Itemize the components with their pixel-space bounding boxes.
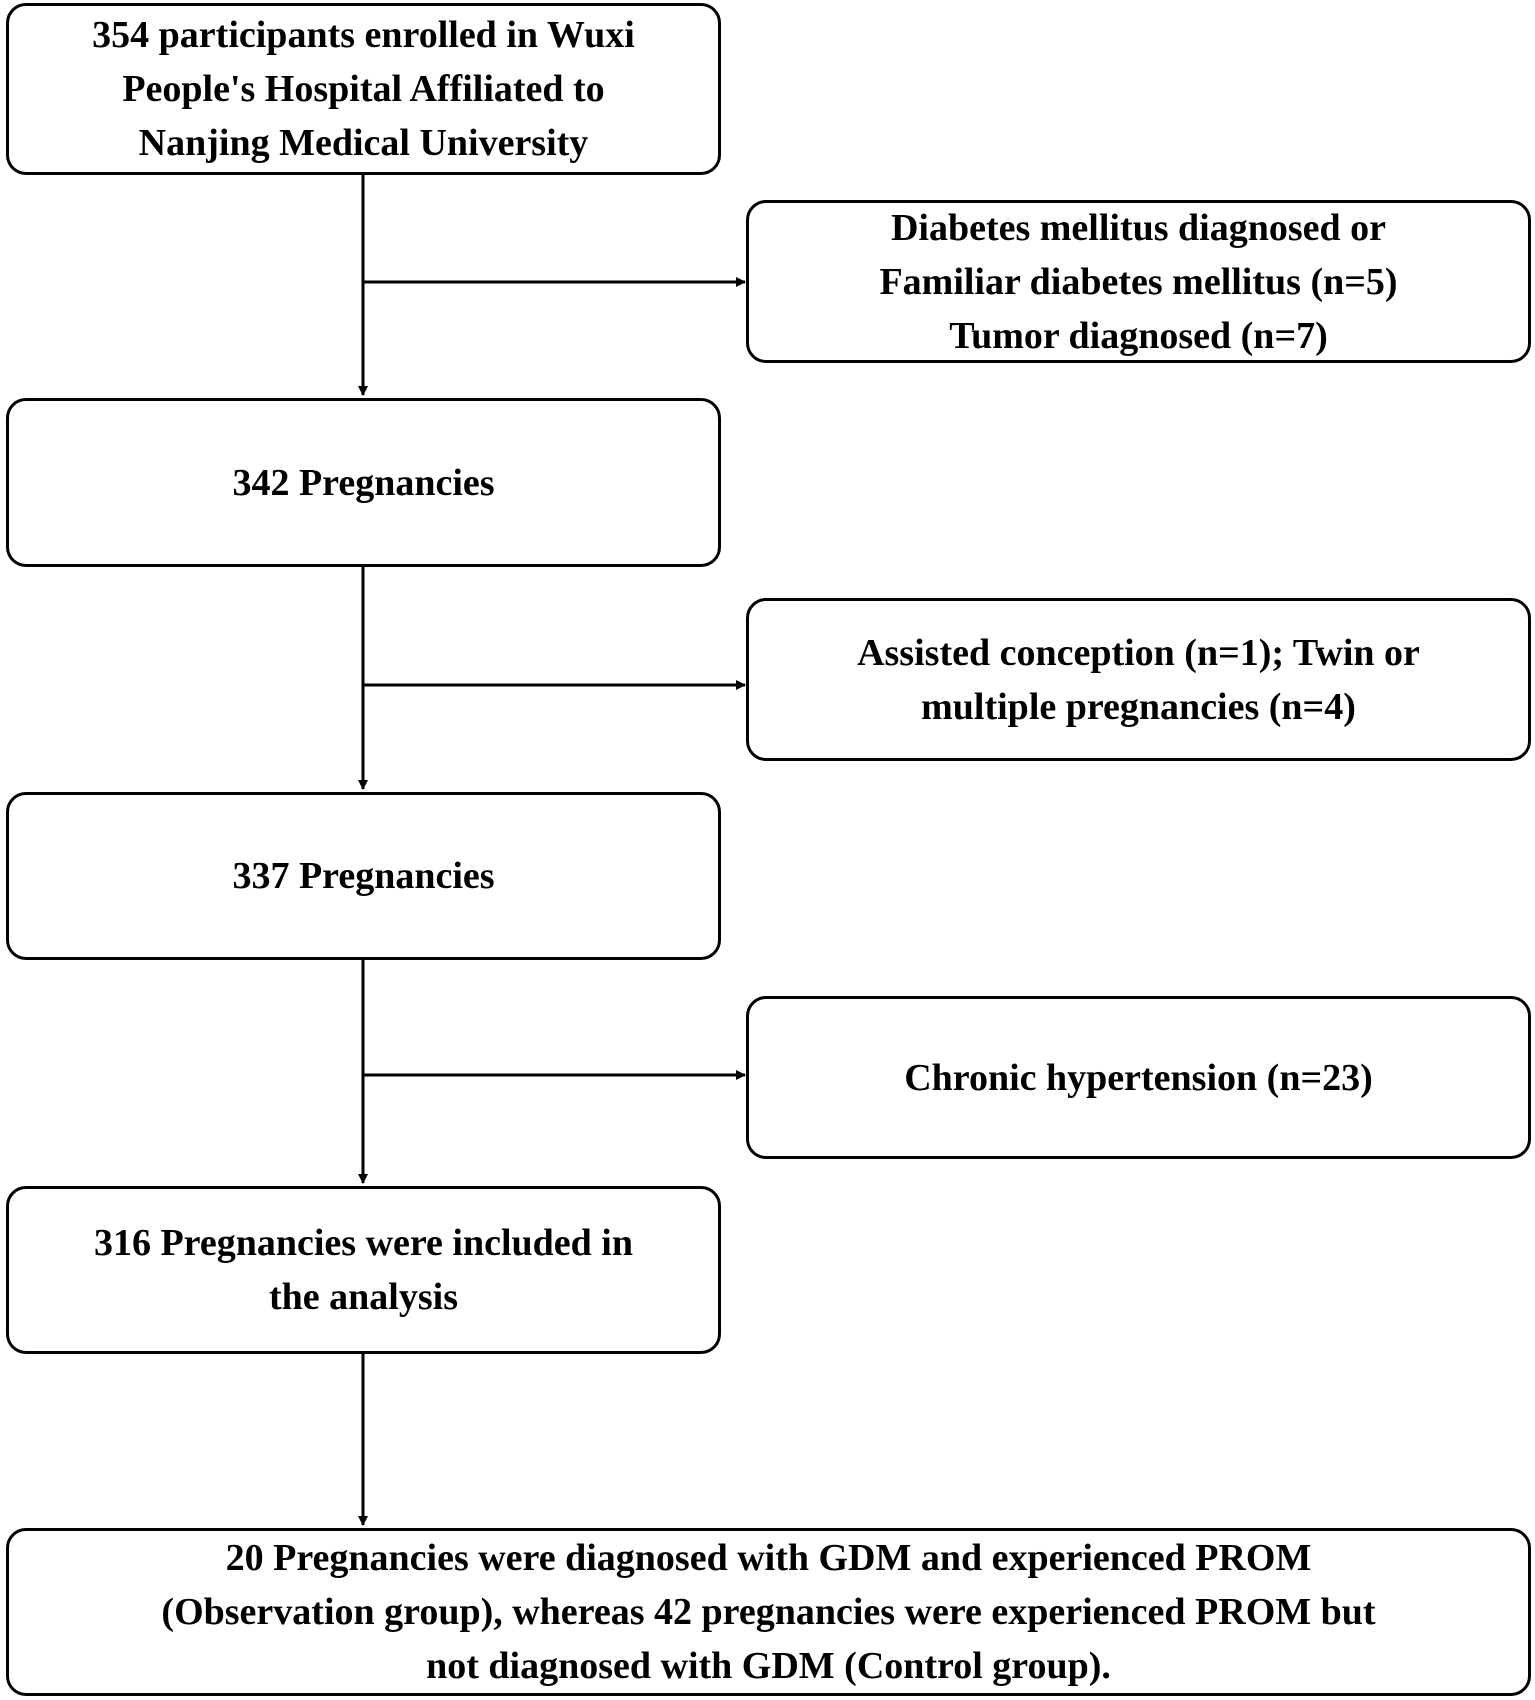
box-316-included: 316 Pregnancies were included in the ana… [6, 1186, 721, 1354]
box-342-line-1: 342 Pregnancies [232, 461, 495, 504]
box-enrolled-line-3: Nanjing Medical University [138, 122, 589, 164]
box-exclusion-conception-twins: Assisted conception (n=1); Twin or multi… [746, 598, 1531, 761]
box-groups-line-3: not diagnosed with GDM (Control group). [426, 1645, 1111, 1687]
box-exclusion-diabetes-tumor: Diabetes mellitus diagnosed or Familiar … [746, 200, 1531, 363]
exclusion-2-line-2: multiple pregnancies (n=4) [921, 685, 1356, 728]
exclusion-1-line-2: Familiar diabetes mellitus (n=5) [879, 260, 1398, 303]
box-enrolled-line-2: People's Hospital Affiliated to [122, 68, 605, 110]
box-316-line-1: 316 Pregnancies were included in [93, 1222, 634, 1264]
box-337-line-1: 337 Pregnancies [232, 855, 495, 897]
box-groups-line-2: (Observation group), whereas 42 pregnanc… [161, 1591, 1376, 1633]
box-exclusion-hypertension: Chronic hypertension (n=23) [746, 996, 1531, 1159]
box-337-pregnancies: 337 Pregnancies [6, 792, 721, 960]
box-enrolled: 354 participants enrolled in Wuxi People… [6, 3, 721, 175]
box-enrolled-line-1: 354 participants enrolled in Wuxi [92, 14, 635, 56]
exclusion-1-line-3: Tumor diagnosed (n=7) [949, 314, 1328, 357]
box-342-pregnancies: 342 Pregnancies [6, 398, 721, 567]
box-316-line-2: the analysis [269, 1276, 458, 1318]
exclusion-1-line-1: Diabetes mellitus diagnosed or [890, 206, 1387, 249]
box-study-groups: 20 Pregnancies were diagnosed with GDM a… [6, 1528, 1531, 1696]
exclusion-2-line-1: Assisted conception (n=1); Twin or [857, 631, 1420, 674]
exclusion-3-line-1: Chronic hypertension (n=23) [904, 1056, 1373, 1099]
box-groups-line-1: 20 Pregnancies were diagnosed with GDM a… [225, 1537, 1312, 1579]
